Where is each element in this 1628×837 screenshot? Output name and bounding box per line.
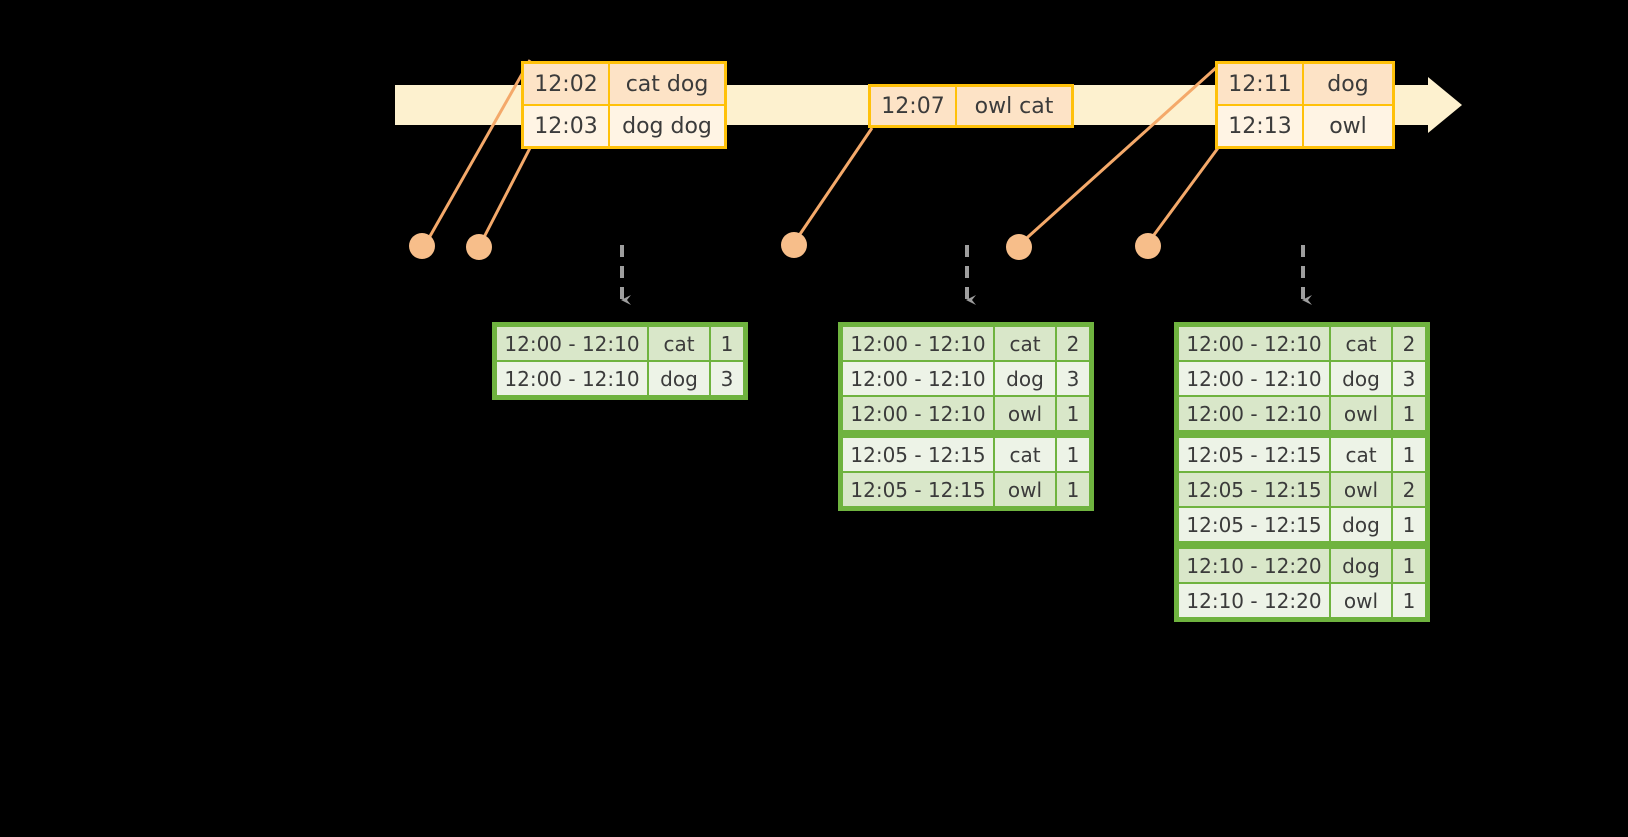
cell-count: 1 bbox=[1057, 473, 1089, 506]
cell-count: 1 bbox=[1393, 508, 1425, 541]
cell-window: 12:00 - 12:10 bbox=[497, 362, 647, 395]
cell-window: 12:00 - 12:10 bbox=[1179, 397, 1329, 430]
cell-key: cat bbox=[1331, 327, 1391, 360]
cell-window: 12:00 - 12:10 bbox=[843, 362, 993, 395]
cell-key: cat bbox=[995, 327, 1055, 360]
cell-key: cat bbox=[1331, 438, 1391, 471]
event-box-group-3[interactable]: 12:11 dog 12:13 owl bbox=[1215, 61, 1395, 149]
event-time: 12:03 bbox=[534, 113, 598, 139]
connector-line-2 bbox=[478, 147, 532, 246]
cell-window: 12:00 - 12:10 bbox=[843, 397, 993, 430]
cell-count: 2 bbox=[1393, 473, 1425, 506]
cell-window: 12:00 - 12:10 bbox=[1179, 362, 1329, 395]
event-row: 12:07 owl cat bbox=[871, 87, 1071, 125]
event-row: 12:11 dog bbox=[1218, 64, 1392, 104]
event-value: cat dog bbox=[608, 64, 724, 104]
flow-arrows bbox=[620, 245, 1312, 305]
event-row: 12:02 cat dog bbox=[524, 64, 724, 104]
event-dot-4 bbox=[1006, 234, 1032, 260]
cell-window: 12:05 - 12:15 bbox=[843, 473, 993, 506]
event-box-group-2[interactable]: 12:07 owl cat bbox=[868, 84, 1074, 128]
event-value: owl bbox=[1302, 106, 1392, 146]
cell-key: cat bbox=[995, 438, 1055, 471]
cell-count: 1 bbox=[1393, 438, 1425, 471]
connector-line-5 bbox=[1146, 147, 1220, 244]
cell-count: 1 bbox=[1393, 549, 1425, 582]
cell-window: 12:05 - 12:15 bbox=[1179, 438, 1329, 471]
event-time: 12:02 bbox=[524, 64, 608, 104]
cell-window: 12:05 - 12:15 bbox=[843, 438, 993, 471]
cell-count: 2 bbox=[1057, 327, 1089, 360]
cell-key: owl bbox=[995, 397, 1055, 430]
cell-key: dog bbox=[1331, 549, 1391, 582]
table-group-separator bbox=[1179, 432, 1425, 436]
event-time: 12:11 bbox=[1218, 64, 1302, 104]
event-row: 12:13 owl bbox=[1218, 104, 1392, 146]
event-value: dog dog bbox=[608, 106, 724, 146]
event-time: 12:13 bbox=[1228, 113, 1292, 139]
cell-count: 3 bbox=[1057, 362, 1089, 395]
cell-window: 12:10 - 12:20 bbox=[1179, 549, 1329, 582]
cell-count: 3 bbox=[711, 362, 743, 395]
event-value: owl cat bbox=[955, 87, 1071, 125]
event-dot-5 bbox=[1135, 233, 1161, 259]
cell-key: dog bbox=[995, 362, 1055, 395]
event-dot-3 bbox=[781, 232, 807, 258]
timeline-arrowhead bbox=[1428, 77, 1462, 133]
cell-key: owl bbox=[1331, 397, 1391, 430]
cell-count: 1 bbox=[1393, 584, 1425, 617]
cell-key: dog bbox=[1331, 508, 1391, 541]
cell-count: 1 bbox=[1057, 397, 1089, 430]
cell-key: owl bbox=[995, 473, 1055, 506]
cell-window: 12:05 - 12:15 bbox=[1179, 508, 1329, 541]
event-dot-2 bbox=[466, 234, 492, 260]
cell-count: 1 bbox=[1393, 397, 1425, 430]
cell-key: dog bbox=[649, 362, 709, 395]
cell-window: 12:10 - 12:20 bbox=[1179, 584, 1329, 617]
table-group-separator bbox=[843, 432, 1089, 436]
cell-count: 2 bbox=[1393, 327, 1425, 360]
cell-window: 12:00 - 12:10 bbox=[843, 327, 993, 360]
cell-window: 12:05 - 12:15 bbox=[1179, 473, 1329, 506]
event-value: dog bbox=[1302, 64, 1392, 104]
cell-key: cat bbox=[649, 327, 709, 360]
cell-window: 12:00 - 12:10 bbox=[497, 327, 647, 360]
cell-key: owl bbox=[1331, 473, 1391, 506]
event-box-group-1[interactable]: 12:02 cat dog 12:03 dog dog bbox=[521, 61, 727, 149]
cell-window: 12:00 - 12:10 bbox=[1179, 327, 1329, 360]
table-group-separator bbox=[1179, 543, 1425, 547]
cell-count: 3 bbox=[1393, 362, 1425, 395]
cell-key: owl bbox=[1331, 584, 1391, 617]
connector-line-3 bbox=[792, 127, 874, 244]
event-time: 12:07 bbox=[871, 87, 955, 125]
cell-count: 1 bbox=[1057, 438, 1089, 471]
cell-count: 1 bbox=[711, 327, 743, 360]
event-row: 12:03 dog dog bbox=[524, 104, 724, 146]
event-dot-1 bbox=[409, 233, 435, 259]
cell-key: dog bbox=[1331, 362, 1391, 395]
